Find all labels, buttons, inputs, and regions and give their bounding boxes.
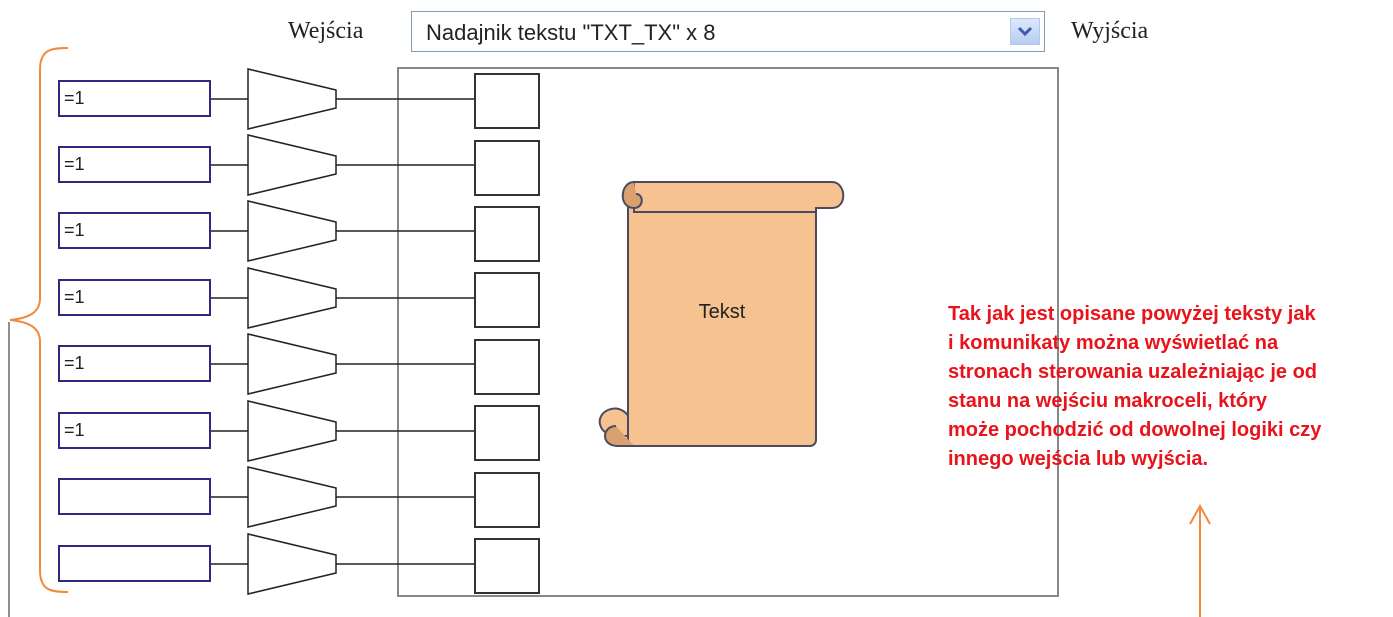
annotation-line-4: stanu na wejściu makroceli, który — [948, 390, 1268, 412]
arrow-up-icon — [1189, 503, 1211, 617]
text-transmitter-scroll-icon[interactable] — [474, 140, 540, 196]
annotation-line-2: i komunikaty można wyświetlać na — [948, 332, 1279, 354]
input-field-1[interactable]: =1 — [58, 80, 211, 117]
annotation-line-3: stronach sterowania uzależniając je od — [948, 361, 1318, 383]
inputs-label: Wejścia — [288, 18, 364, 44]
buffer-triangle — [247, 466, 337, 528]
text-transmitter-scroll-icon[interactable] — [474, 472, 540, 528]
inputs-bracket — [8, 47, 69, 617]
buffer-triangle — [247, 134, 337, 196]
input-field-4[interactable]: =1 — [58, 279, 211, 316]
input-field-7[interactable] — [58, 478, 211, 515]
buffer-triangle — [247, 68, 337, 130]
text-transmitter-scroll-icon[interactable] — [474, 272, 540, 328]
scroll-icon: Tekst — [598, 181, 845, 447]
input-field-3[interactable]: =1 — [58, 212, 211, 249]
text-transmitter-scroll-icon[interactable] — [474, 73, 540, 129]
buffer-triangle — [247, 333, 337, 395]
input-field-2[interactable]: =1 — [58, 146, 211, 183]
annotation-line-5: może pochodzić od dowolnej logiki czy — [948, 419, 1322, 441]
annotation-line-1: Tak jak jest opisane powyżej teksty jak — [948, 303, 1316, 325]
input-field-5[interactable]: =1 — [58, 345, 211, 382]
macro-type-select[interactable]: Nadajnik tekstu "TXT_TX" x 8 — [411, 11, 1045, 52]
input-field-6[interactable]: =1 — [58, 412, 211, 449]
buffer-triangle — [247, 200, 337, 262]
input-field-8[interactable] — [58, 545, 211, 582]
select-value: Nadajnik tekstu "TXT_TX" x 8 — [426, 20, 716, 45]
text-transmitter-scroll-icon[interactable] — [474, 538, 540, 594]
text-transmitter-scroll-icon[interactable] — [474, 405, 540, 461]
scroll-text: Tekst — [699, 301, 746, 323]
chevron-down-icon[interactable] — [1010, 18, 1040, 45]
buffer-triangle — [247, 267, 337, 329]
annotation-note: Tak jak jest opisane powyżej teksty jak … — [948, 300, 1393, 474]
buffer-triangle — [247, 533, 337, 595]
text-transmitter-scroll-icon[interactable] — [474, 339, 540, 395]
annotation-line-6: innego wejścia lub wyjścia. — [948, 448, 1209, 470]
outputs-label: Wyjścia — [1071, 18, 1149, 44]
text-transmitter-scroll-icon[interactable] — [474, 206, 540, 262]
buffer-triangle — [247, 400, 337, 462]
